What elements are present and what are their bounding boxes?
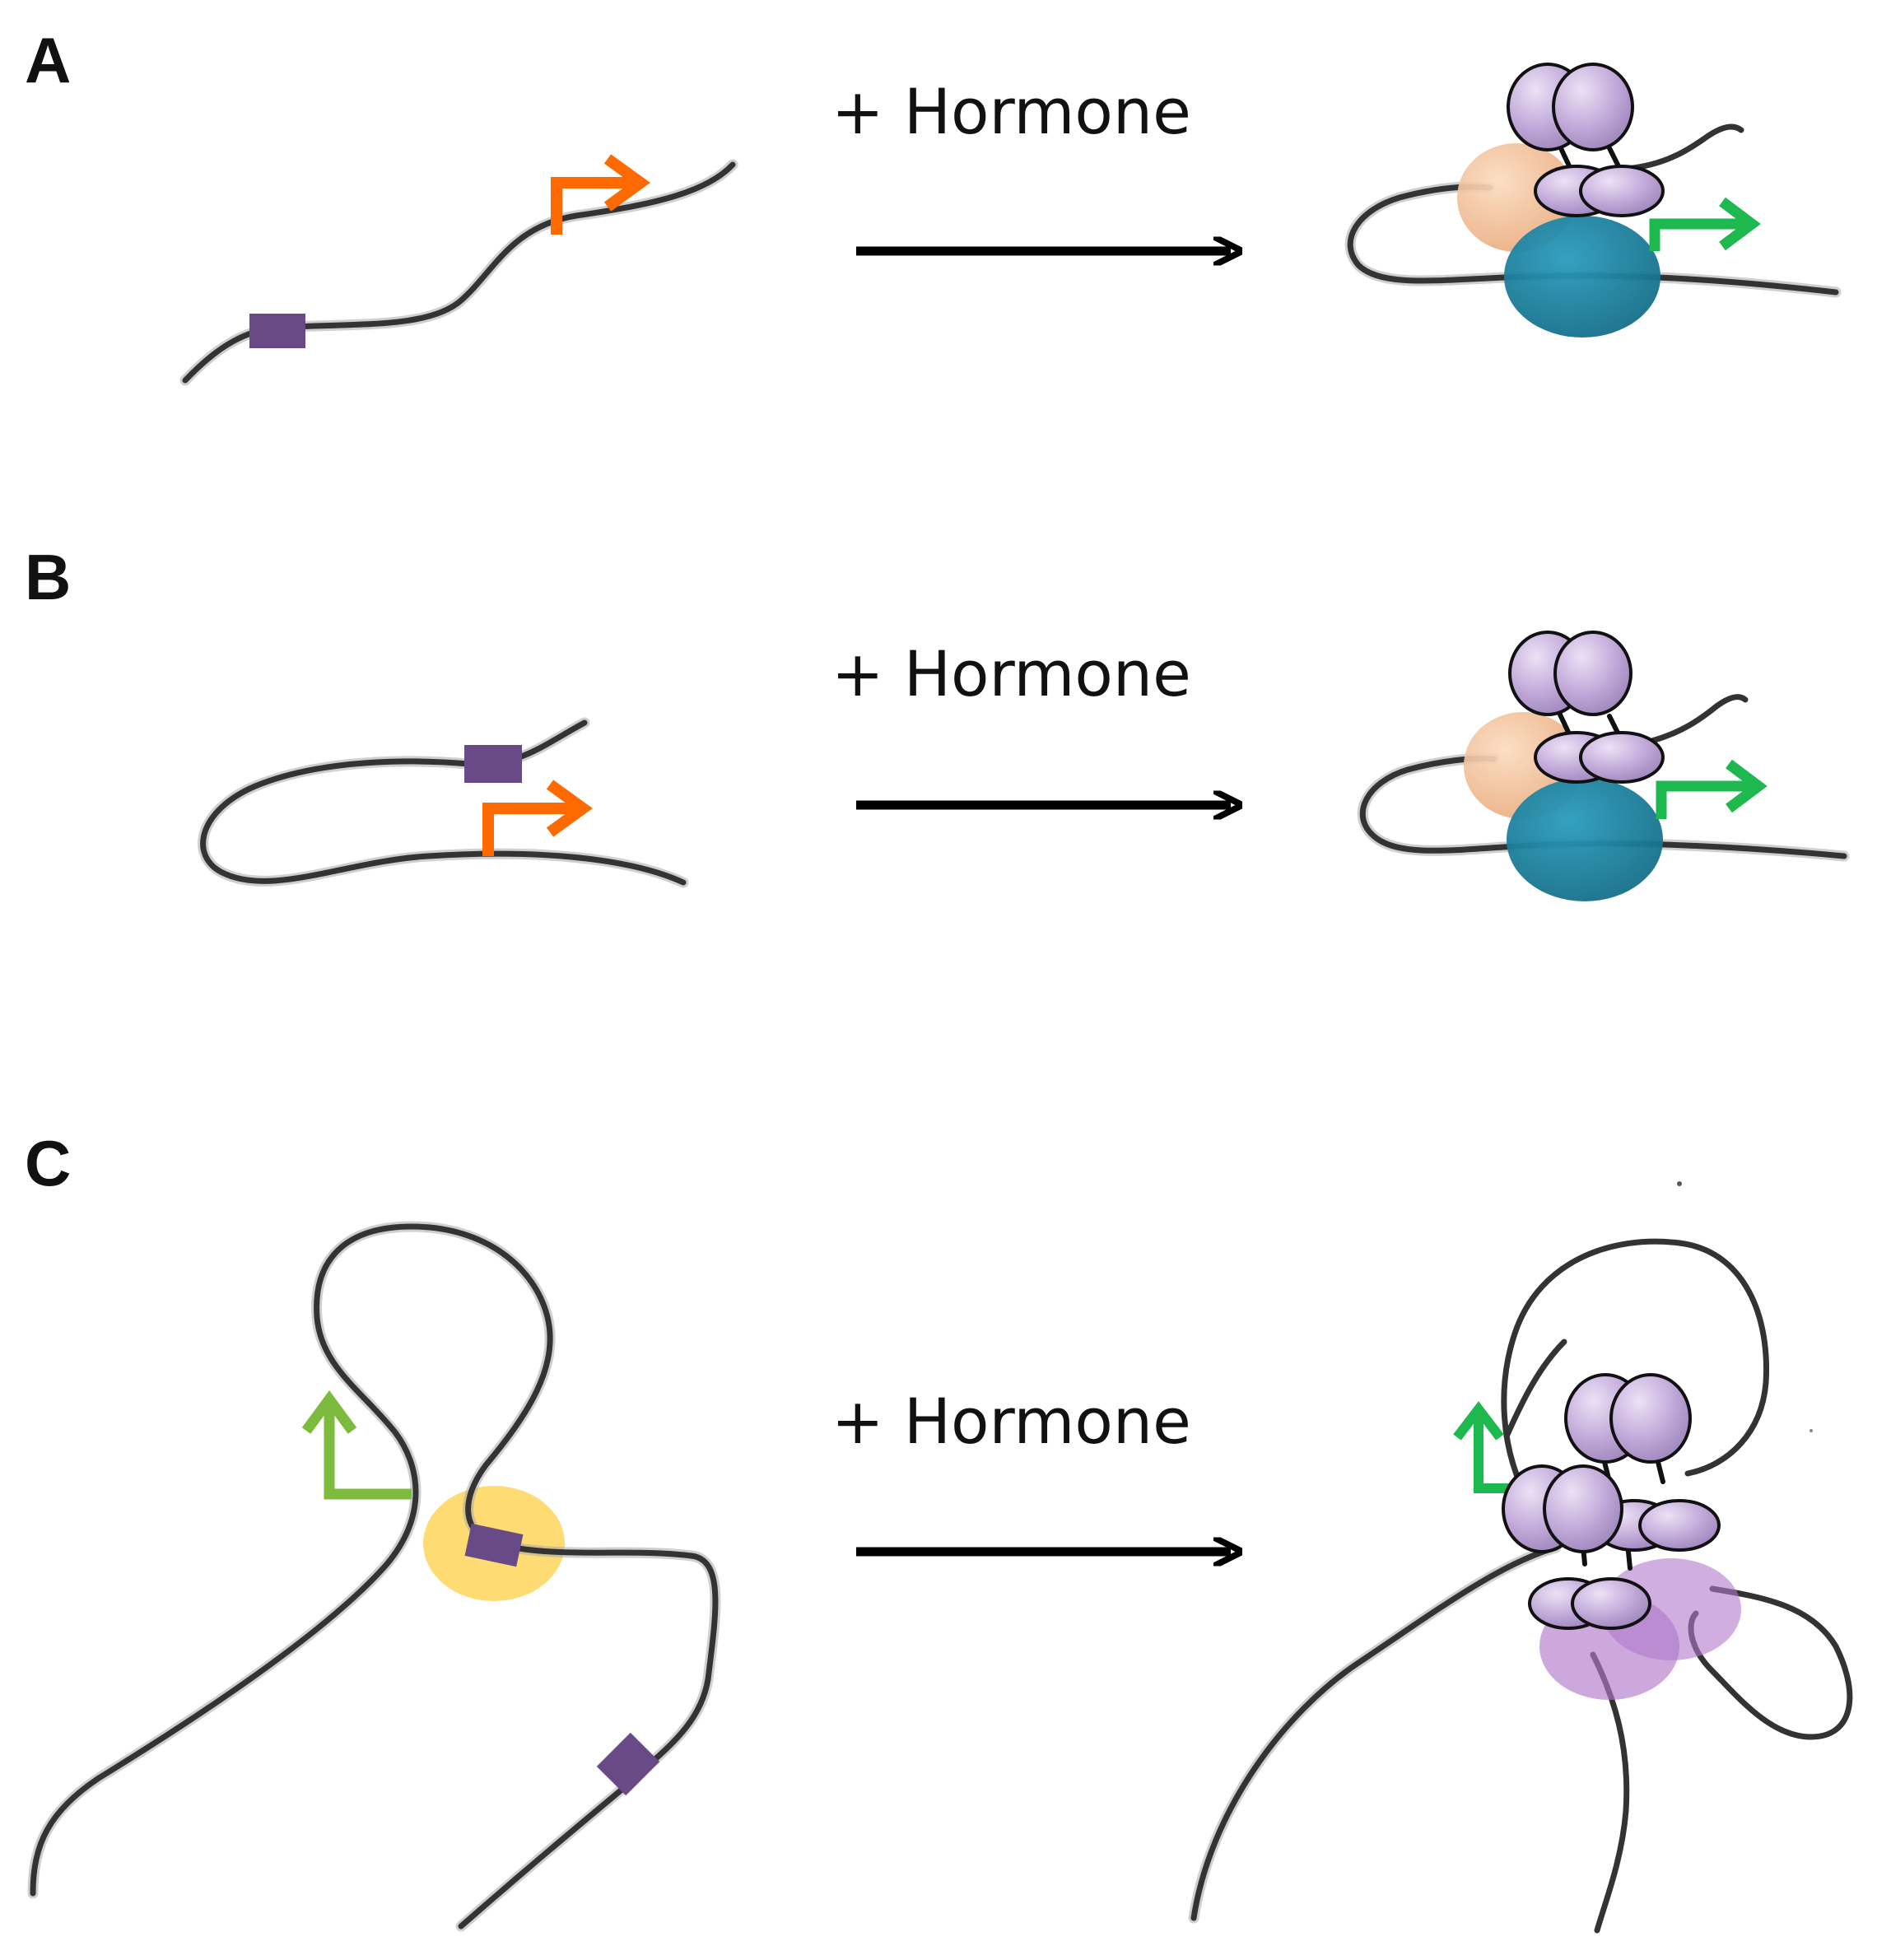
dna-loop-active	[1357, 694, 1850, 862]
promoter-arrow-basal	[301, 1390, 412, 1500]
hormone-response-element	[464, 745, 522, 783]
panel-a: A + Hormone	[25, 24, 1842, 386]
speck	[1809, 1429, 1813, 1432]
receptor-protein	[1579, 731, 1665, 784]
dna-loop-active	[1188, 1238, 1853, 1934]
promoter-arrow-inactive	[482, 780, 593, 856]
hormone-response-element	[596, 1732, 660, 1796]
hormone-label-b: + Hormone	[831, 637, 1191, 710]
active-complex-a	[1344, 63, 1842, 338]
receptor-protein	[1609, 1373, 1692, 1464]
panel-c: C + Hormone	[25, 1127, 1853, 1934]
panel-letter-a: A	[25, 24, 71, 96]
active-complex-c	[1188, 1181, 1853, 1934]
hormone-response-element	[464, 1523, 524, 1567]
panel-letter-b: B	[25, 541, 71, 613]
panel-b: B + Hormone	[25, 541, 1850, 901]
receptor-protein	[1543, 1464, 1623, 1553]
promoter-arrow-active	[1656, 759, 1768, 819]
active-complex-b	[1357, 631, 1850, 901]
dna-strand-inactive	[27, 1221, 721, 1932]
receptor-protein	[1638, 1499, 1721, 1552]
promoter-arrow-inactive	[551, 154, 650, 235]
receptor-protein	[1552, 63, 1634, 151]
promoter-arrow-active	[1649, 197, 1761, 251]
hormone-response-element	[249, 314, 305, 348]
dna-loop-active	[1344, 123, 1842, 298]
rna-polymerase	[1504, 216, 1660, 338]
receptor-protein	[1579, 165, 1665, 217]
rna-polymerase	[1507, 778, 1663, 901]
receptor-protein	[1553, 631, 1632, 716]
hormone-label-a: + Hormone	[831, 75, 1191, 148]
panel-letter-c: C	[25, 1127, 71, 1199]
promoter-arrow-active	[1453, 1401, 1515, 1493]
speck	[1677, 1181, 1682, 1186]
receptor-protein	[1571, 1577, 1651, 1630]
hormone-label-c: + Hormone	[831, 1385, 1191, 1458]
dna-strand-inactive	[198, 717, 689, 888]
